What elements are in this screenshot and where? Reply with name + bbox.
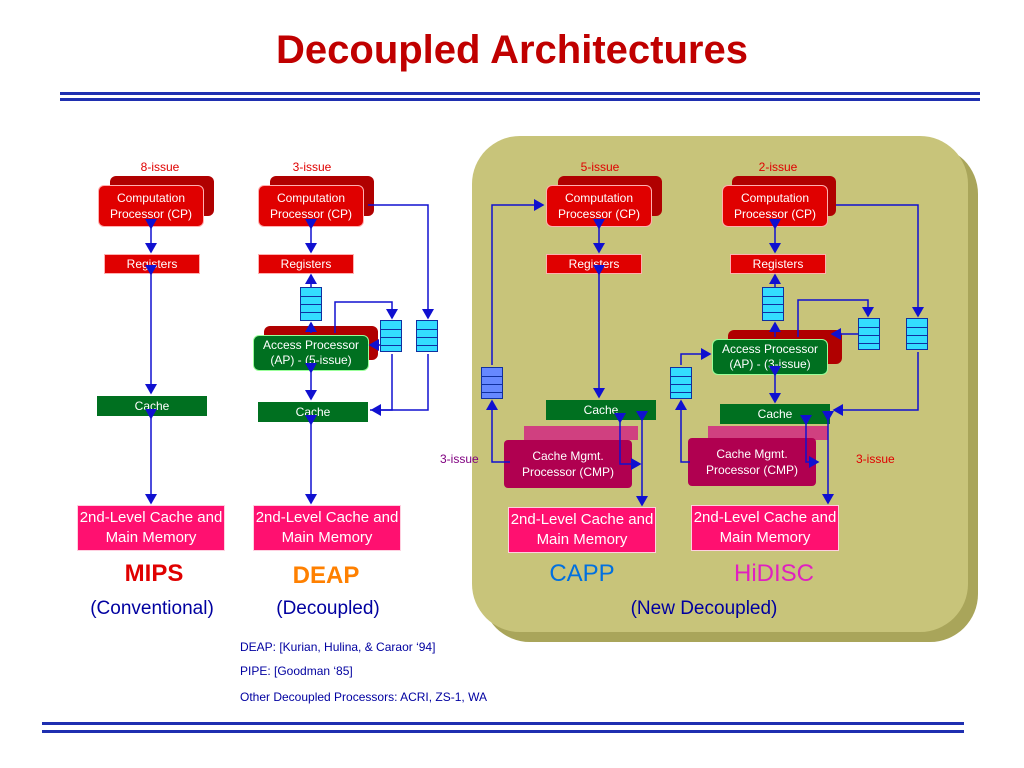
deap-memory: 2nd-Level Cache and Main Memory <box>253 505 401 551</box>
deap-name: DEAP <box>292 562 360 589</box>
mips-cache: Cache <box>97 396 207 416</box>
hidisc-issue: 2-issue <box>758 160 798 174</box>
title-rule-top <box>60 92 980 95</box>
deap-subtitle: (Decoupled) <box>276 598 380 619</box>
capp-cache-cmp-arrow <box>614 413 642 470</box>
deap-cp-q2-arrow <box>368 204 434 320</box>
deap-ap: Access Processor (AP) - (5-issue) <box>253 335 369 371</box>
capp-cmp-queue-arrow <box>486 399 510 463</box>
mips-issue: 8-issue <box>140 160 180 174</box>
footer-rule-top <box>42 722 964 725</box>
hidisc-cp-q2-arrow <box>836 204 924 318</box>
new-decoupled-subtitle: (New Decoupled) <box>630 598 778 619</box>
capp-issue: 5-issue <box>580 160 620 174</box>
ref-other: Other Decoupled Processors: ACRI, ZS-1, … <box>240 690 487 704</box>
deap-q1-cache-arrow <box>370 354 393 411</box>
deap-q2-cache-arrow <box>370 354 429 416</box>
capp-memory: 2nd-Level Cache and Main Memory <box>508 507 656 553</box>
hidisc-cmp-top <box>708 426 828 440</box>
hidisc-q3-ap-arrow <box>680 348 712 365</box>
hidisc-ap-q1-arrow <box>797 299 874 337</box>
hidisc-cmp-issue: 3-issue <box>856 452 895 466</box>
footer-rule-bottom <box>42 730 964 733</box>
capp-cmp-issue: 3-issue <box>440 452 479 466</box>
capp-cmp-top <box>524 426 638 440</box>
hidisc-queue-2 <box>906 318 928 350</box>
hidisc-memory: 2nd-Level Cache and Main Memory <box>691 505 839 551</box>
deap-ap-q1-arrow <box>334 301 398 333</box>
mips-memory: 2nd-Level Cache and Main Memory <box>77 505 225 551</box>
hidisc-name: HiDISC <box>733 560 814 587</box>
hidisc-q2-cache-arrow <box>832 352 919 416</box>
hidisc-cmp: Cache Mgmt. Processor (CMP) <box>688 438 816 486</box>
capp-queue <box>481 367 503 399</box>
hidisc-queue-ap-to-reg <box>762 287 784 321</box>
slide-title: Decoupled Architectures <box>276 28 748 72</box>
ref-pipe: PIPE: [Goodman ‘85] <box>240 664 353 678</box>
deap-issue: 3-issue <box>292 160 332 174</box>
capp-name: CAPP <box>549 560 615 587</box>
capp-queue-cp-arrow <box>491 199 545 365</box>
title-rule-bottom <box>60 98 980 101</box>
deap-queue-ap-to-reg <box>300 287 322 321</box>
deap-queue-1 <box>380 320 402 352</box>
hidisc-cache-cmp-arrow <box>800 415 820 468</box>
hidisc-queue-1 <box>858 318 880 350</box>
hidisc-cmp-q3-arrow <box>675 399 690 463</box>
hidisc-ap: Access Processor (AP) - (3-issue) <box>712 339 828 375</box>
deap-registers: Registers <box>258 254 354 274</box>
deap-cache: Cache <box>258 402 368 422</box>
hidisc-queue-cmp <box>670 367 692 399</box>
mips-name: MIPS <box>124 560 184 587</box>
ref-deap: DEAP: [Kurian, Hulina, & Caraor ‘94] <box>240 640 436 654</box>
capp-cmp: Cache Mgmt. Processor (CMP) <box>504 440 632 488</box>
mips-subtitle: (Conventional) <box>90 598 214 619</box>
deap-queue-2 <box>416 320 438 352</box>
